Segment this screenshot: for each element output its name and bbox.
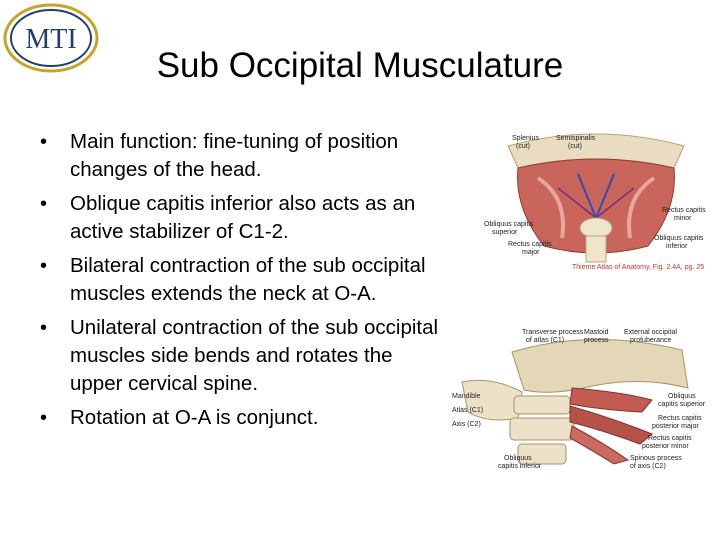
bullet-dot-icon: • — [40, 317, 48, 339]
muscle-mass-shape — [517, 158, 675, 254]
label-spinous-process-2: of axis (C2) — [630, 463, 666, 470]
mti-logo: MTI — [2, 2, 100, 74]
label-rectus-major: Rectus capitis — [508, 241, 552, 248]
bullet-dot-icon: • — [40, 131, 48, 153]
bullet-text: Rotation at O-A is conjunct. — [70, 406, 319, 429]
label-mandible: Mandible — [452, 393, 481, 400]
label-axis: Axis (C2) — [452, 421, 481, 428]
bullet-item: • Oblique capitis inferior also acts as a… — [36, 190, 446, 246]
bullet-list: • Main function: fine-tuning of position … — [36, 128, 446, 438]
bullet-dot-icon: • — [40, 407, 48, 429]
label-obliquus-superior-2: superior — [492, 229, 518, 236]
label-splenius: Splenius — [512, 135, 539, 142]
label-obliquus-superior: Obliquus — [668, 393, 696, 400]
bullet-text: Oblique capitis inferior also acts as an… — [70, 192, 416, 243]
bullet-dot-icon: • — [40, 193, 48, 215]
mandible-shape — [461, 379, 523, 421]
vertebra-shape — [517, 443, 567, 465]
bullet-item: • Rotation at O-A is conjunct. — [36, 404, 446, 432]
muscle-shape — [569, 405, 653, 445]
axis-shape — [509, 417, 575, 441]
bullet-text: Main function: fine-tuning of position c… — [70, 130, 399, 181]
label-spinous-process: Spinous process — [630, 455, 682, 462]
bullet-item: • Unilateral contraction of the sub occip… — [36, 314, 446, 398]
label-mastoid-2: process — [584, 337, 609, 344]
label-transverse-process: Transverse process — [522, 329, 584, 336]
label-obliquus-superior-2: capitis superior — [658, 401, 706, 408]
muscle-fiber-shape — [536, 176, 565, 239]
label-rectus-minor-2: posterior minor — [642, 443, 689, 450]
label-splenius-cut: (cut) — [516, 143, 530, 150]
label-rectus-minor-2: minor — [674, 215, 692, 222]
label-semispinalis-cut: (cut) — [568, 143, 582, 150]
muscle-shape — [569, 425, 630, 465]
label-rectus-major-2: major — [522, 249, 540, 256]
bullet-dot-icon: • — [40, 255, 48, 277]
slide-title: Sub Occipital Musculature — [156, 46, 564, 85]
bullet-text: Unilateral contraction of the sub occipi… — [70, 316, 439, 395]
label-semispinalis: Semispinalis — [556, 135, 596, 142]
label-external-occipital-2: protuberance — [630, 337, 671, 344]
muscle-shape — [569, 387, 653, 413]
label-rectus-minor: Rectus capitis — [648, 435, 692, 442]
anatomy-figure-top: Splenius (cut) Semispinalis (cut) Rectus… — [478, 128, 714, 278]
vertebra-shape — [585, 235, 607, 263]
label-obliquus-inferior: Obliquus capitis — [654, 235, 704, 242]
figure-caption: Thieme Atlas of Anatomy, Fig. 2.4A, pg. … — [572, 264, 704, 271]
label-atlas: Atlas (C1) — [452, 407, 483, 414]
logo-text: MTI — [25, 24, 76, 55]
bullet-item: • Bilateral contraction of the sub occipi… — [36, 252, 446, 308]
label-external-occipital: External occipital — [624, 329, 677, 336]
atlas-shape — [513, 395, 571, 415]
skull-shape — [511, 339, 689, 393]
label-obliquus-inferior-2: capitis inferior — [498, 463, 542, 470]
anatomy-figure-bottom: Transverse process of atlas (C1) Mastoid… — [452, 326, 716, 476]
vertebra-shape — [579, 217, 613, 239]
bullet-text: Bilateral contraction of the sub occipit… — [70, 254, 426, 305]
label-obliquus-superior: Obliquus capitis — [484, 221, 534, 228]
label-rectus-minor: Rectus capitis — [662, 207, 706, 214]
label-rectus-major-2: posterior major — [652, 423, 699, 430]
bullet-item: • Main function: fine-tuning of position … — [36, 128, 446, 184]
label-obliquus-inferior: Obliquus — [504, 455, 532, 462]
label-obliquus-inferior-2: inferior — [666, 243, 688, 250]
label-mastoid: Mastoid — [584, 329, 609, 336]
muscle-fiber-shape — [627, 176, 656, 239]
label-rectus-major: Rectus capitis — [658, 415, 702, 422]
label-transverse-process-2: of atlas (C1) — [526, 337, 564, 344]
